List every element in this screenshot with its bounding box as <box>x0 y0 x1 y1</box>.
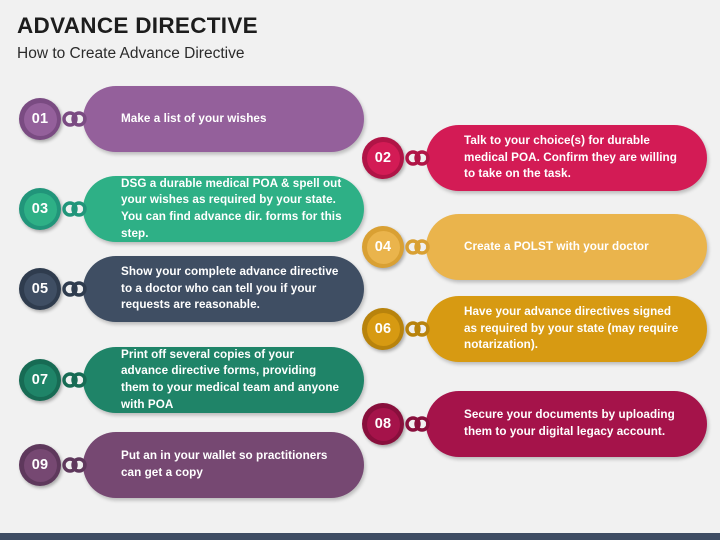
step-pill[interactable]: DSG a durable medical POA & spell out yo… <box>83 176 364 242</box>
step-number-label: 01 <box>23 102 57 136</box>
step-row: Secure your documents by uploading them … <box>362 391 707 457</box>
step-number-badge[interactable]: 04 <box>362 226 404 268</box>
step-number-badge[interactable]: 07 <box>19 359 61 401</box>
chain-link-icon <box>60 456 90 474</box>
chain-link-icon <box>403 320 433 338</box>
step-number-badge[interactable]: 06 <box>362 308 404 350</box>
step-row: Show your complete advance directive to … <box>19 256 364 322</box>
page-title: ADVANCE DIRECTIVE <box>17 13 258 38</box>
step-number-badge[interactable]: 09 <box>19 444 61 486</box>
step-text: Print off several copies of your advance… <box>121 347 340 411</box>
step-text: Make a list of your wishes <box>121 111 267 125</box>
step-number-badge[interactable]: 03 <box>19 188 61 230</box>
step-number-label: 07 <box>23 363 57 397</box>
step-text: Create a POLST with your doctor <box>464 239 649 253</box>
step-row: Put an in your wallet so practitioners c… <box>19 432 364 498</box>
step-number-label: 09 <box>23 448 57 482</box>
step-pill[interactable]: Have your advance directives signed as r… <box>426 296 707 362</box>
step-text: Secure your documents by uploading them … <box>464 408 675 438</box>
step-pill[interactable]: Secure your documents by uploading them … <box>426 391 707 457</box>
step-number-badge[interactable]: 02 <box>362 137 404 179</box>
chain-link-icon <box>60 280 90 298</box>
step-text: Talk to your choice(s) for durable medic… <box>464 134 677 181</box>
step-text: Have your advance directives signed as r… <box>464 305 679 352</box>
step-pill[interactable]: Print off several copies of your advance… <box>83 347 364 413</box>
step-text: Show your complete advance directive to … <box>121 265 339 312</box>
step-number-label: 02 <box>366 141 400 175</box>
step-text: DSG a durable medical POA & spell out yo… <box>121 176 342 240</box>
step-number-label: 05 <box>23 272 57 306</box>
step-pill[interactable]: Create a POLST with your doctor <box>426 214 707 280</box>
step-number-badge[interactable]: 01 <box>19 98 61 140</box>
step-row: Create a POLST with your doctor 04 <box>362 214 707 280</box>
step-row: Have your advance directives signed as r… <box>362 296 707 362</box>
chain-link-icon <box>403 415 433 433</box>
chain-link-icon <box>60 110 90 128</box>
step-number-badge[interactable]: 05 <box>19 268 61 310</box>
chain-link-icon <box>60 200 90 218</box>
step-number-label: 03 <box>23 192 57 226</box>
footer-accent-bar <box>0 533 720 540</box>
step-number-badge[interactable]: 08 <box>362 403 404 445</box>
chain-link-icon <box>60 371 90 389</box>
step-pill[interactable]: Make a list of your wishes <box>83 86 364 152</box>
chain-link-icon <box>403 238 433 256</box>
step-number-label: 06 <box>366 312 400 346</box>
step-pill[interactable]: Put an in your wallet so practitioners c… <box>83 432 364 498</box>
step-row: Print off several copies of your advance… <box>19 347 364 413</box>
step-row: DSG a durable medical POA & spell out yo… <box>19 176 364 242</box>
step-pill[interactable]: Talk to your choice(s) for durable medic… <box>426 125 707 191</box>
step-row: Talk to your choice(s) for durable medic… <box>362 125 707 191</box>
step-text: Put an in your wallet so practitioners c… <box>121 449 328 479</box>
slide-header: ADVANCE DIRECTIVE How to Create Advance … <box>17 13 617 63</box>
step-number-label: 04 <box>366 230 400 264</box>
chain-link-icon <box>403 149 433 167</box>
step-number-label: 08 <box>366 407 400 441</box>
page-subtitle: How to Create Advance Directive <box>17 44 245 62</box>
step-row: Make a list of your wishes 01 <box>19 86 364 152</box>
step-pill[interactable]: Show your complete advance directive to … <box>83 256 364 322</box>
